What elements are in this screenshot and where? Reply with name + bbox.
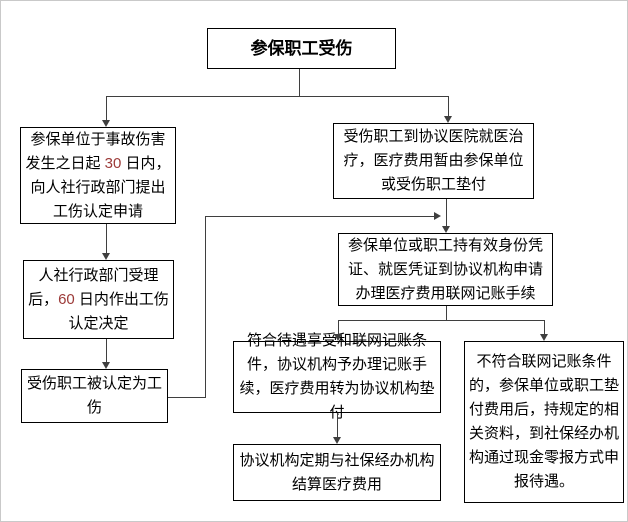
arrow-down-to-settlement-icon [333, 437, 341, 444]
connector-network-stem [446, 306, 447, 320]
node-insured-worker-injured: 参保职工受伤 [207, 28, 396, 69]
connector-apply-to-decision-line [106, 224, 107, 253]
node-insured-worker-injured-label: 参保职工受伤 [250, 38, 353, 58]
arrow-down-to-network-icon [442, 226, 450, 233]
connector-recognized-to-network-line [205, 216, 434, 217]
connector-top-split-bar [106, 96, 448, 97]
node-network-billing-application: 参保单位或职工持有效身份凭证、就医凭证到协议机构申请办理医疗费用联网记账手续 [338, 233, 553, 306]
arrow-down-to-recognized-icon [102, 362, 110, 369]
connector-start-stem [299, 69, 300, 96]
connector-recognized-out-line [168, 397, 205, 398]
node-apply-injury-recognition: 参保单位于事故伤害发生之日起 30 日内，向人社行政部门提出工伤认定申请 [20, 127, 176, 224]
node-eligible-network-billing: 符合待遇享受和联网记账条件，协议机构予办理记账手续，医疗费用转为协议机构垫付 [233, 332, 441, 421]
node-network-billing-application-label: 参保单位或职工持有效身份凭证、就医凭证到协议机构申请办理医疗费用联网记账手续 [347, 236, 543, 302]
node-authority-decision-label: 人社行政部门受理后，60 日内作出工伤认定决定 [28, 266, 169, 332]
node-not-eligible-cash-reimbursement-label: 不符合联网记账条件的，参保单位或职工垫付费用后，持规定的相关资料，到社保经办机构… [469, 353, 620, 490]
arrow-down-to-decision-icon [102, 253, 110, 260]
node-periodic-settlement-label: 协议机构定期与社保经办机构结算医疗费用 [239, 451, 435, 493]
node-eligible-network-billing-label: 符合待遇享受和联网记账条件，协议机构予办理记账手续，医疗费用转为协议机构垫付 [239, 332, 435, 421]
node-recognized-as-work-injury: 受伤职工被认定为工伤 [21, 369, 168, 423]
node-recognized-as-work-injury-label: 受伤职工被认定为工伤 [26, 375, 162, 416]
node-authority-decision: 人社行政部门受理后，60 日内作出工伤认定决定 [23, 260, 174, 339]
arrow-right-to-network-icon [434, 212, 441, 220]
arrow-down-to-treatment-icon [444, 116, 452, 123]
day-limit-30: 30 [104, 154, 122, 172]
arrow-down-to-eligible-icon [334, 334, 342, 341]
connector-recognized-riser-line [205, 216, 206, 398]
arrow-down-to-not-eligible-icon [540, 334, 548, 341]
connector-treatment-to-network-line [446, 199, 447, 226]
connector-to-treatment-line [448, 96, 449, 116]
connector-eligible-to-settlement-line [337, 413, 338, 437]
connector-to-eligible-line [338, 320, 339, 334]
connector-bottom-split-bar [338, 320, 544, 321]
connector-to-apply-line [106, 96, 107, 120]
node-not-eligible-cash-reimbursement: 不符合联网记账条件的，参保单位或职工垫付费用后，持规定的相关资料，到社保经办机构… [464, 341, 624, 503]
node-hospital-treatment-label: 受伤职工到协议医院就医治疗，医疗费用暂由参保单位或受伤职工垫付 [343, 128, 524, 193]
node-periodic-settlement: 协议机构定期与社保经办机构结算医疗费用 [233, 444, 441, 501]
day-limit-60: 60 [58, 290, 75, 308]
node-hospital-treatment: 受伤职工到协议医院就医治疗，医疗费用暂由参保单位或受伤职工垫付 [333, 123, 534, 199]
connector-to-not-eligible-line [544, 320, 545, 334]
node-apply-injury-recognition-label: 参保单位于事故伤害发生之日起 30 日内，向人社行政部门提出工伤认定申请 [25, 130, 171, 220]
connector-decision-to-recognized-line [106, 339, 107, 362]
arrow-down-to-apply-icon [102, 120, 110, 127]
